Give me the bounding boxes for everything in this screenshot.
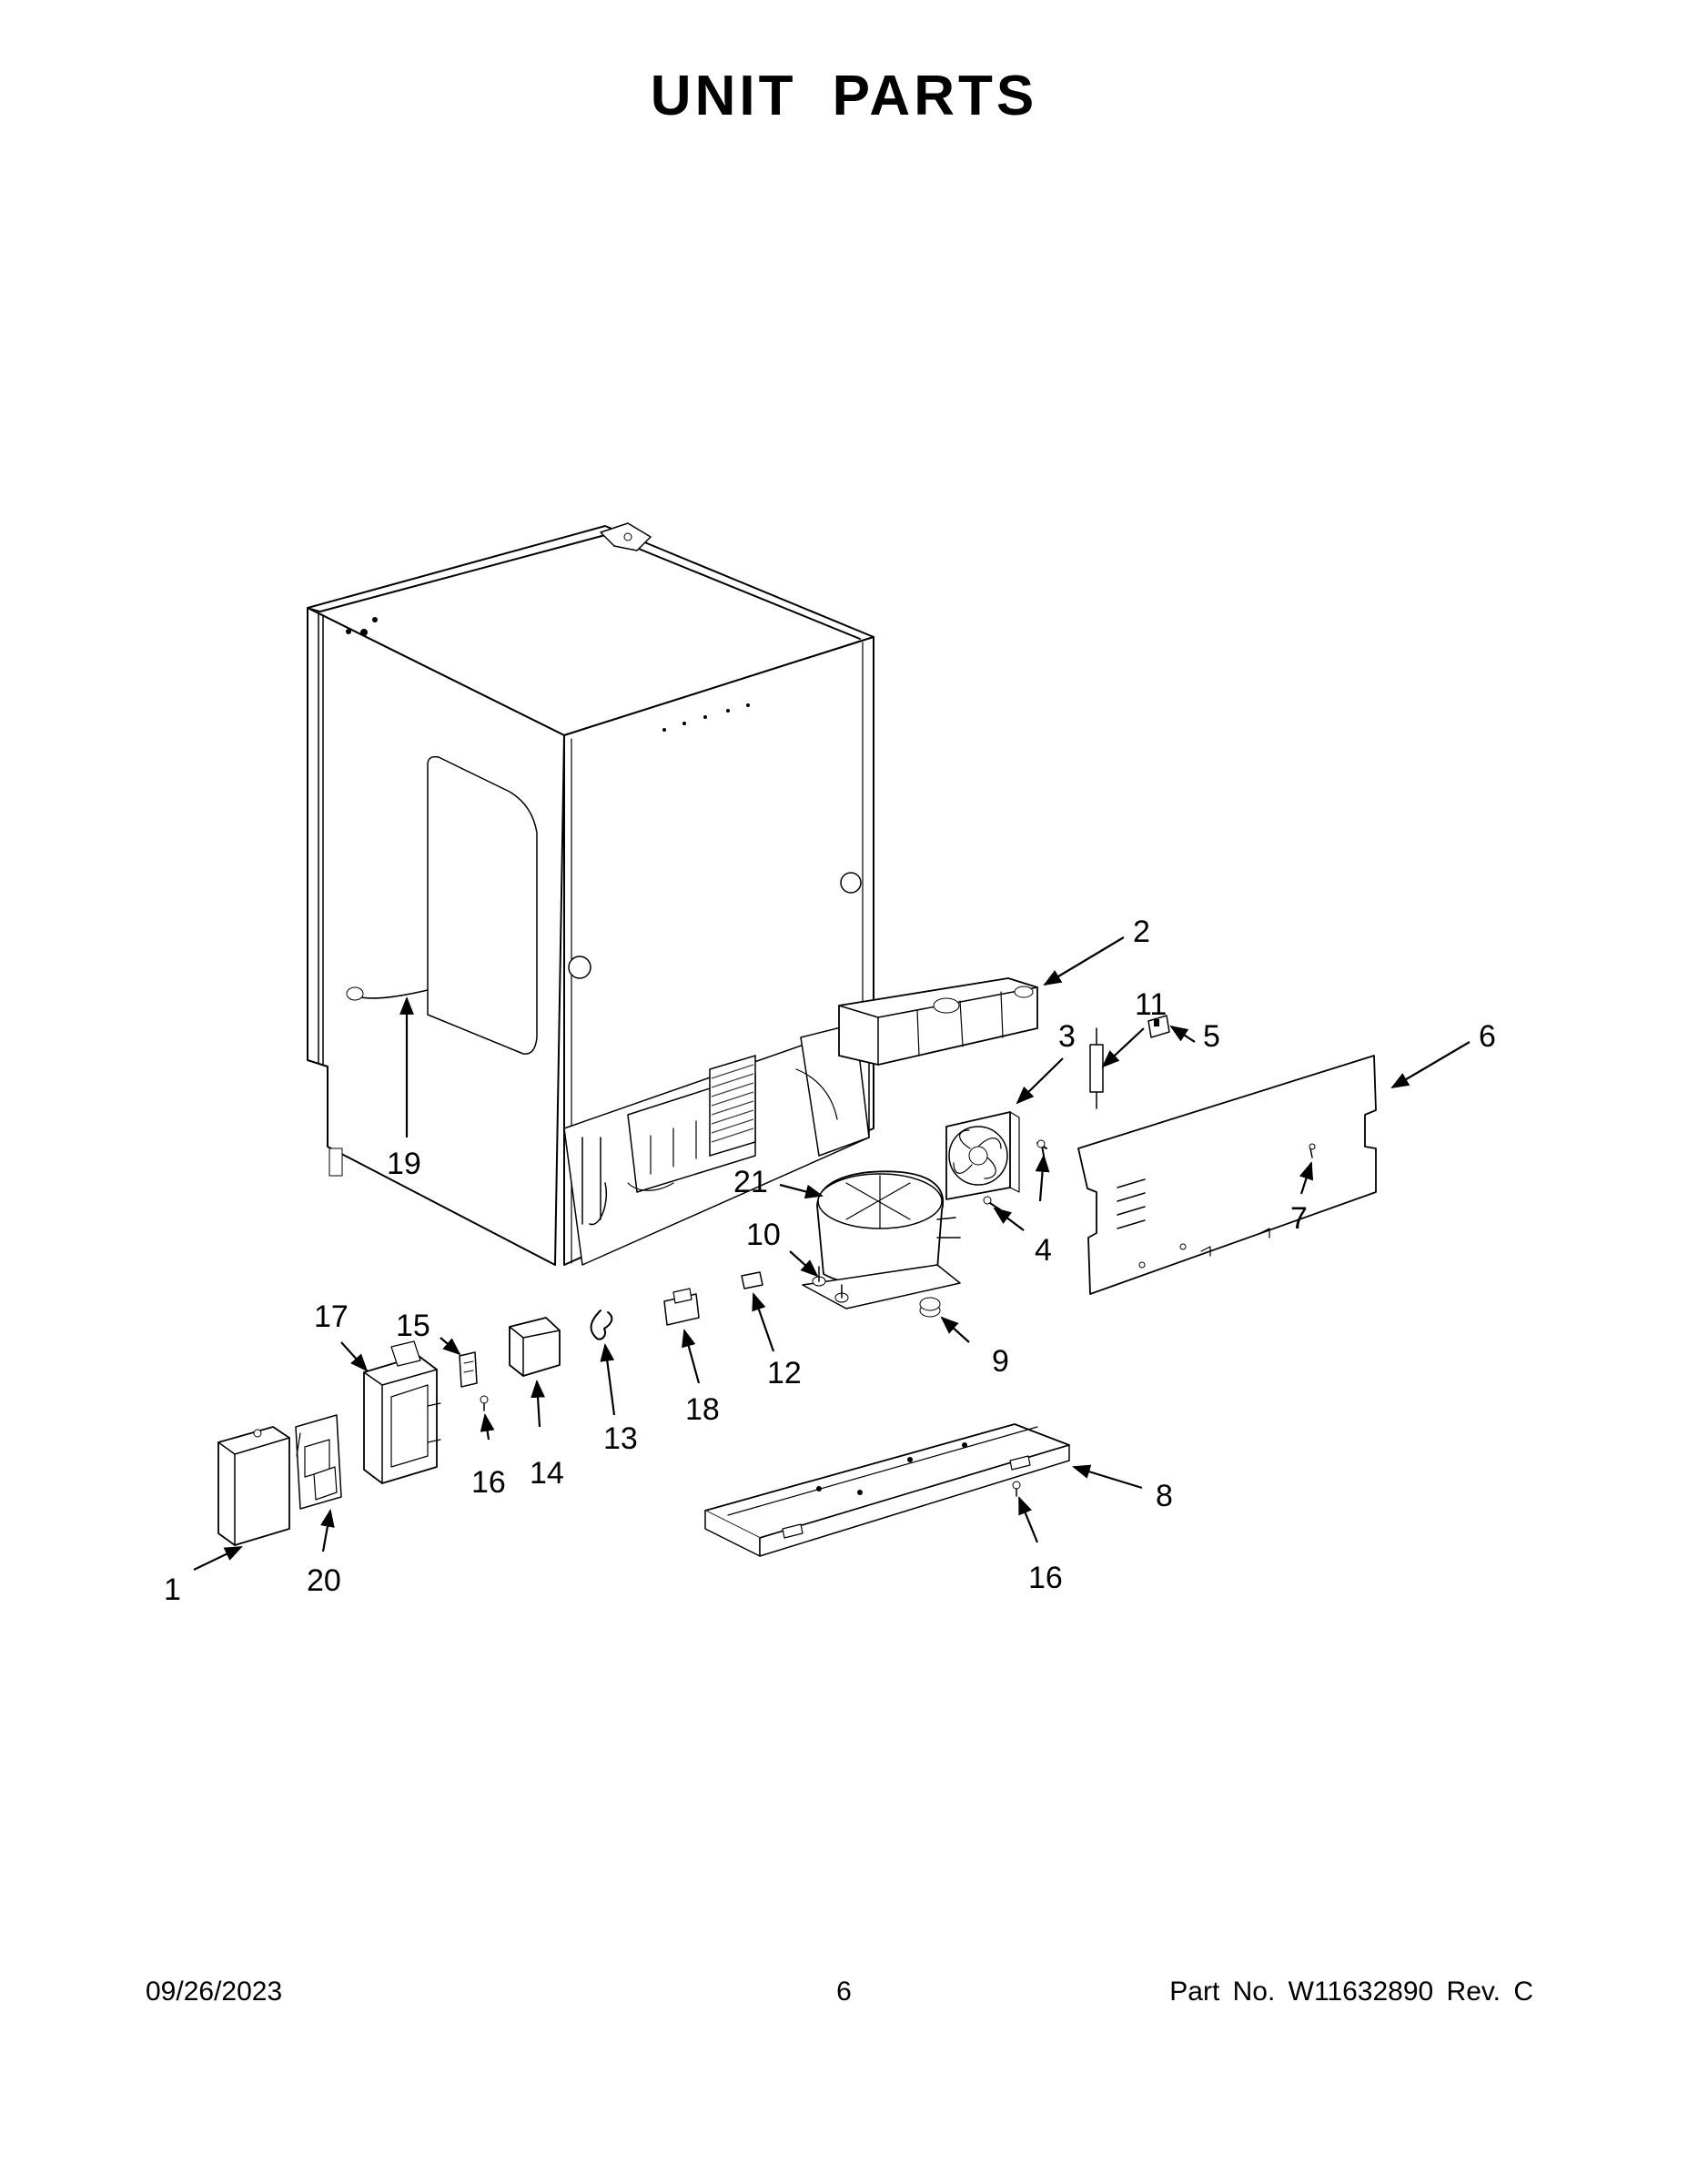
compressor-grommets [812,1266,849,1303]
part-5-connector [1147,1015,1170,1038]
footer-part-number: Part No. W11632890 Rev. C [1169,1977,1533,2007]
callout-13: 13 [603,1421,638,1456]
callout-5: 5 [1203,1019,1220,1054]
callout-21: 21 [733,1165,768,1199]
callout-15: 15 [396,1309,430,1343]
callout-2: 2 [1133,915,1150,949]
part-14-capacitor-box [509,1317,561,1377]
part-18-relay [663,1288,700,1326]
callout-labels: 2 11 3 5 6 19 21 10 4 7 17 15 9 12 18 13… [164,915,1496,1607]
footer-page-number: 6 [836,1977,852,2007]
callout-6: 6 [1479,1019,1496,1054]
callout-4: 4 [1035,1233,1052,1268]
part-17-control-housing [363,1340,441,1484]
callout-1: 1 [164,1572,181,1607]
leader-lines [193,936,1471,1571]
part-16-screw-left [480,1395,489,1411]
part-2-drain-tray [838,977,1038,1066]
callout-7: 7 [1290,1201,1308,1236]
part-20-control-board [295,1414,342,1510]
callout-16-left: 16 [471,1465,506,1500]
cabinet-illustration [307,522,874,1266]
page-title: UNIT PARTS [650,65,1038,127]
callout-8: 8 [1156,1479,1173,1513]
part-15-terminal-block [459,1351,478,1388]
part-8-base-rail [704,1423,1070,1557]
part-1-control-cover [217,1426,290,1546]
part-7-panel-screw [1309,1143,1316,1150]
part-21-compressor [802,1170,961,1318]
part-13-retainer-clip [590,1309,613,1340]
part-16-screw-rail [1012,1481,1021,1497]
callout-10: 10 [746,1218,781,1252]
callout-16-right: 16 [1028,1561,1063,1595]
callout-18: 18 [685,1392,720,1427]
callout-9: 9 [992,1344,1009,1379]
callout-14: 14 [530,1456,564,1491]
part-3-condenser-fan [945,1111,1020,1200]
callout-20: 20 [307,1563,341,1598]
callout-12: 12 [767,1356,802,1390]
part-12-overload [741,1271,763,1289]
footer-date: 09/26/2023 [146,1977,283,2007]
part-11-filter-drier [1089,1027,1104,1109]
callout-17: 17 [314,1299,349,1334]
callout-3: 3 [1058,1019,1076,1054]
callout-11: 11 [1135,987,1167,1022]
part-6-rear-access-panel [1077,1055,1377,1295]
callout-19: 19 [387,1147,421,1181]
